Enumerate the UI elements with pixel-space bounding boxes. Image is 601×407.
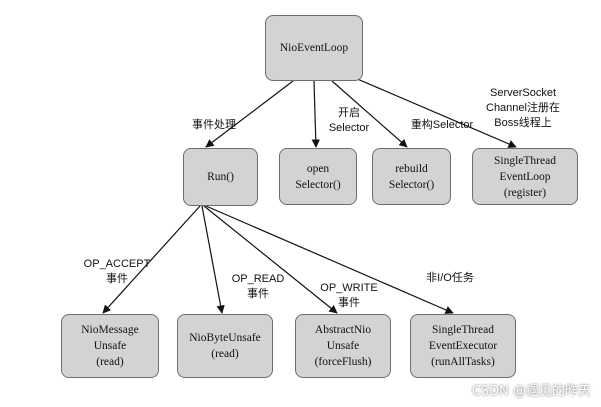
edge-label-register-boss: ServerSocket Channel注册在 Boss线程上 (486, 87, 560, 129)
edge-run-to-nio-byte-unsafe (201, 205, 225, 314)
node-nio-byte-unsafe: NioByteUnsafe (read) (177, 314, 273, 378)
node-nio-event-loop: NioEventLoop (265, 15, 363, 81)
edge-label-op-read: OP_READ 事件 (231, 273, 285, 300)
node-single-thread-event-executor: SingleThread EventExecutor (runAllTasks) (410, 314, 516, 378)
node-rebuild-selector: rebuild Selector() (372, 148, 451, 205)
edge-run-to-abstract-nio-unsafe (203, 205, 338, 314)
watermark: CSDN @遇见的昨天 (471, 384, 591, 399)
edge-label-non-io-tasks: 非I/O任务 (426, 272, 474, 284)
edge-root-to-rebuild-selector (331, 80, 408, 148)
edge-root-to-open-selector (311, 80, 320, 148)
edge-label-op-accept: OP_ACCEPT 事件 (83, 258, 151, 285)
edge-root-to-single-thread-event-loop (354, 77, 517, 148)
edge-run-to-nio-message-unsafe (102, 205, 201, 314)
node-nio-message-unsafe: NioMessage Unsafe (read) (61, 314, 159, 378)
node-single-thread-event-loop: SingleThread EventLoop (register) (472, 148, 578, 205)
edge-root-to-run (205, 80, 294, 148)
edge-run-to-single-thread-event-executor (205, 205, 454, 314)
edge-label-open-selector: 开启 Selector (328, 107, 370, 134)
node-run: Run() (183, 148, 258, 206)
edge-label-op-write: OP_WRITE 事件 (320, 282, 378, 309)
edge-label-rebuild-selector: 重构Selector (410, 119, 474, 131)
edge-label-event-handling: 事件处理 (192, 119, 236, 131)
node-abstract-nio-unsafe: AbstractNio Unsafe (forceFlush) (295, 314, 391, 378)
node-open-selector: open Selector() (279, 148, 357, 205)
